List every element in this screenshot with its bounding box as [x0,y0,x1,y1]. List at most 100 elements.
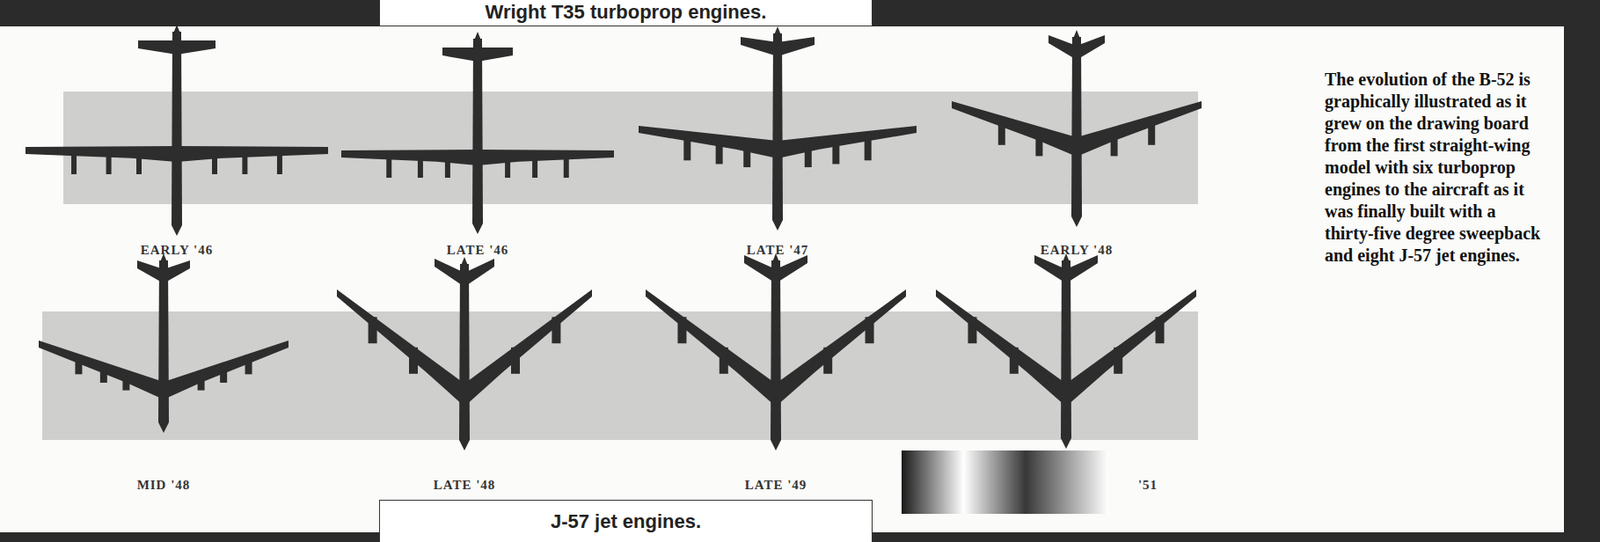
aircraft-part [1076,101,1202,157]
aircraft-part [551,316,561,344]
aircraft-part [504,151,511,178]
aircraft-part [1035,127,1043,156]
date-label: LATE '49 [745,477,808,493]
aircraft-part [951,101,1077,157]
gray-band [42,311,1199,440]
aircraft-part [770,260,782,451]
aircraft-part [864,131,872,161]
aircraft-part [1113,347,1123,374]
aircraft-part [683,131,691,161]
aircraft-part [138,40,177,55]
aircraft-part [719,347,729,374]
aircraft-part [173,24,181,34]
aircraft-part [386,151,392,178]
date-label: LATE '47 [746,242,810,258]
aircraft-part [459,263,470,451]
aircraft-part [715,135,724,164]
aircraft-part [176,40,216,55]
date-label: '51 [1138,477,1158,493]
aircraft-part [865,316,875,344]
aircraft-part [935,289,1067,407]
aircraft-part [434,258,465,287]
aircraft-part [74,354,82,374]
aircraft-part [341,149,478,166]
aircraft-part [1060,260,1072,449]
aircraft-part [744,255,776,284]
aircraft-part [409,347,418,374]
aircraft-part [417,151,424,178]
aircraft-part [163,260,190,284]
aircraft-part [532,151,538,178]
aircraft-part [677,316,687,344]
aircraft-part [563,151,570,178]
aircraft-part [1147,116,1155,146]
aircraft-part [336,289,465,407]
aircraft-part [775,289,906,407]
gray-band [63,91,1199,205]
aircraft-part [1066,289,1197,407]
aircraft-part [106,147,112,175]
aircraft-part [464,258,495,287]
aircraft-part [71,147,77,175]
figure-caption: The evolution of the B-52 is graphically… [1324,68,1545,267]
aircraft-part [442,47,478,62]
caption-box: J-57 jet engines. [379,499,873,542]
aircraft-part [211,147,218,175]
aircraft-part [163,340,289,400]
aircraft-part [511,347,520,374]
aircraft-silhouettes [25,24,1202,451]
aircraft-part [219,363,227,383]
aircraft-part [136,147,142,175]
aircraft-part [25,146,177,162]
aircraft-part [100,363,108,383]
aircraft-part [998,116,1006,146]
aircraft-part [1071,36,1082,227]
aircraft-part [1073,29,1081,39]
aircraft-part [638,125,778,159]
aircraft-part [197,371,205,391]
box-text: J-57 jet engines. [541,510,710,534]
aircraft-part [460,256,468,266]
aircraft-part [464,289,592,407]
date-label: LATE '46 [446,242,510,258]
aircraft-part [772,33,783,231]
aircraft-part [368,316,378,344]
aircraft-part [477,47,513,62]
aircraft-part [645,289,776,407]
aircraft-part [277,147,283,175]
aircraft-part [38,340,164,400]
date-label: EARLY '48 [1040,242,1114,258]
aircraft-part [171,31,183,236]
aircraft-part [777,125,917,159]
date-label: LATE '48 [433,477,497,493]
aircraft-part [823,347,833,374]
aircraft-part [774,26,782,36]
aircraft-part [1076,35,1105,60]
aircraft-part [245,354,253,374]
date-label: EARLY '46 [140,242,214,258]
aircraft-part [1110,127,1118,156]
aircraft-part [1034,255,1067,284]
aircraft-part [1155,316,1165,344]
aircraft-part [740,36,778,57]
aircraft-part [445,151,451,178]
aircraft-part [804,138,812,168]
caption-box: Wright T35 turboprop engines. [379,0,873,27]
aircraft-part [832,135,840,164]
aircraft-part [477,149,614,166]
aircraft-part [474,31,482,41]
aircraft-part [743,138,751,168]
aircraft-part [241,147,248,175]
aircraft-part [1048,35,1077,60]
aircraft-part [158,260,169,433]
aircraft-part [777,36,815,57]
aircraft-part [176,146,329,162]
date-label: MID '48 [137,477,191,493]
scan-artifact [901,450,1109,514]
aircraft-part [775,255,808,284]
aircraft-part [967,316,977,344]
aircraft-part [122,371,130,391]
aircraft-part [1066,255,1098,284]
aircraft-part [472,38,483,234]
box-text: Wright T35 turboprop engines. [476,0,776,24]
